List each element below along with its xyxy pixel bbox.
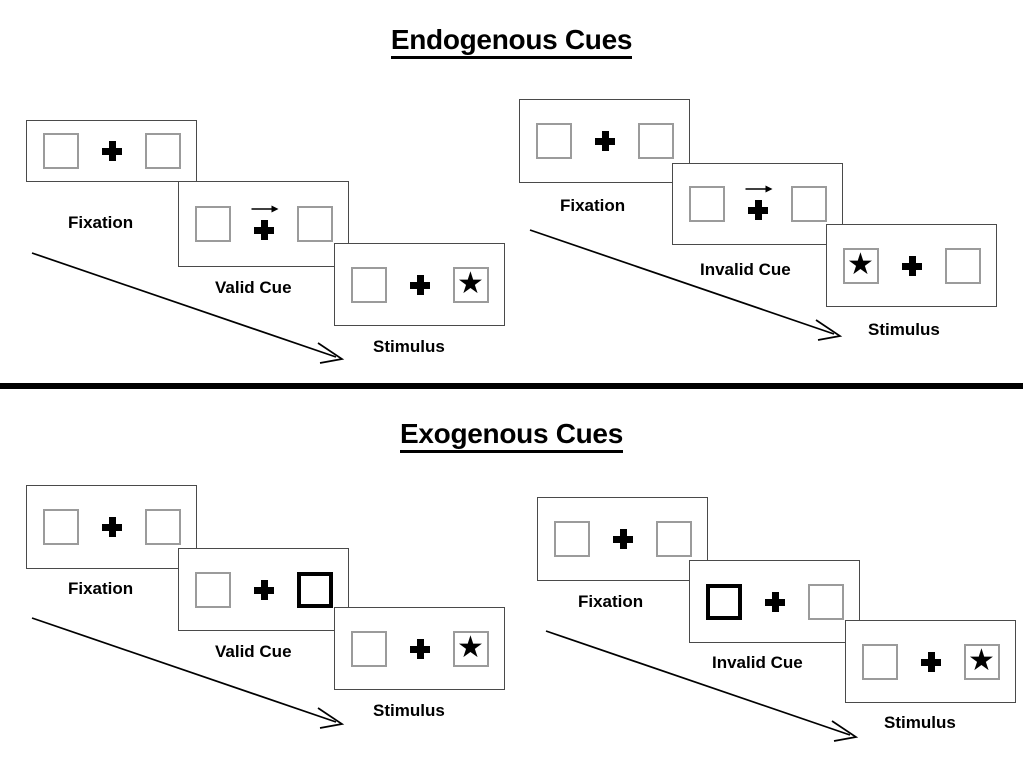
section-title-endogenous-text: Endogenous Cues — [390, 24, 632, 59]
stage-label-fixation: Fixation — [68, 213, 134, 232]
placeholder-box-left — [42, 509, 79, 545]
fixation-cross-wrap — [899, 246, 925, 286]
fixation-cross-icon — [612, 529, 633, 549]
section-divider — [0, 383, 1023, 389]
placeholder-box-right — [144, 133, 181, 169]
stage-label-stimulus: Stimulus — [884, 713, 956, 732]
fixation-cross-icon — [409, 638, 430, 659]
fixation-cross-wrap — [592, 121, 618, 161]
placeholder-box-right — [944, 247, 981, 284]
trial-panel-fixation — [26, 485, 197, 569]
section-title-exogenous-text: Exogenous Cues — [400, 418, 623, 453]
fixation-cross-icon — [409, 274, 430, 295]
fixation-cross-wrap — [251, 570, 277, 610]
fixation-cross-wrap — [610, 519, 636, 559]
fixation-cross-icon — [594, 131, 615, 151]
placeholder-box-left — [350, 630, 387, 667]
placeholder-box-left — [861, 643, 898, 680]
section-title-exogenous: Exogenous Cues — [0, 418, 1023, 453]
stage-label-invalid-cue: Invalid Cue — [712, 653, 803, 672]
fixation-cross-icon — [764, 591, 785, 612]
trial-panel-invalid-cue — [672, 163, 843, 245]
fixation-cross-icon — [101, 517, 122, 537]
placeholder-box-left — [535, 123, 572, 159]
stage-label-stimulus: Stimulus — [868, 320, 940, 339]
stage-label-stimulus: Stimulus — [373, 337, 445, 356]
star-icon: ★ — [847, 247, 874, 281]
fixation-cross-wrap — [407, 265, 433, 305]
placeholder-box-left — [194, 571, 231, 608]
target-box-right: ★ — [963, 643, 1000, 680]
placeholder-box-right — [655, 521, 692, 557]
stage-label-fixation: Fixation — [68, 579, 134, 598]
trial-panel-invalid-cue — [689, 560, 860, 643]
trial-panel-stimulus: ★ — [334, 243, 505, 326]
star-icon: ★ — [457, 630, 484, 664]
trial-panel-stimulus: ★ — [826, 224, 997, 307]
trial-panel-fixation — [519, 99, 690, 183]
arrow-right-cue-icon — [251, 205, 278, 213]
placeholder-box-right — [637, 123, 674, 159]
trial-panel-valid-cue — [178, 548, 349, 631]
fixation-cross-wrap — [251, 204, 278, 244]
star-icon: ★ — [968, 643, 995, 677]
fixation-cross-icon — [920, 651, 941, 672]
stage-label-invalid-cue: Invalid Cue — [700, 260, 791, 279]
target-box-right: ★ — [452, 630, 489, 667]
fixation-cross-wrap — [99, 507, 125, 547]
target-box-left: ★ — [842, 247, 879, 284]
stage-label-fixation: Fixation — [560, 196, 626, 215]
placeholder-box-right — [807, 583, 844, 620]
placeholder-box-left — [688, 186, 725, 222]
arrow-right-cue-icon — [745, 185, 772, 193]
placeholder-box-right — [296, 206, 333, 242]
stage-label-valid-cue: Valid Cue — [215, 642, 292, 661]
fixation-cross-wrap — [99, 131, 125, 171]
cued-box-left — [705, 583, 742, 620]
stage-label-valid-cue: Valid Cue — [215, 278, 292, 297]
fixation-cross-wrap — [918, 642, 944, 682]
placeholder-box-left — [553, 521, 590, 557]
star-icon: ★ — [457, 266, 484, 300]
fixation-cross-icon — [253, 220, 274, 240]
placeholder-box-left — [194, 206, 231, 242]
placeholder-box-right — [144, 509, 181, 545]
stage-label-fixation: Fixation — [578, 592, 644, 611]
stage-label-stimulus: Stimulus — [373, 701, 445, 720]
fixation-cross-wrap — [407, 629, 433, 669]
trial-panel-stimulus: ★ — [845, 620, 1016, 703]
fixation-cross-icon — [901, 255, 922, 276]
fixation-cross-icon — [253, 579, 274, 600]
trial-panel-valid-cue — [178, 181, 349, 267]
trial-panel-fixation — [537, 497, 708, 581]
placeholder-box-left — [42, 133, 79, 169]
cued-box-right — [296, 571, 333, 608]
fixation-cross-icon — [101, 141, 122, 161]
trial-panel-fixation — [26, 120, 197, 182]
section-title-endogenous: Endogenous Cues — [0, 24, 1023, 59]
target-box-right: ★ — [452, 266, 489, 303]
fixation-cross-wrap — [745, 184, 772, 224]
placeholder-box-left — [350, 266, 387, 303]
fixation-cross-icon — [747, 200, 768, 220]
trial-panel-stimulus: ★ — [334, 607, 505, 690]
placeholder-box-right — [790, 186, 827, 222]
fixation-cross-wrap — [762, 582, 788, 622]
